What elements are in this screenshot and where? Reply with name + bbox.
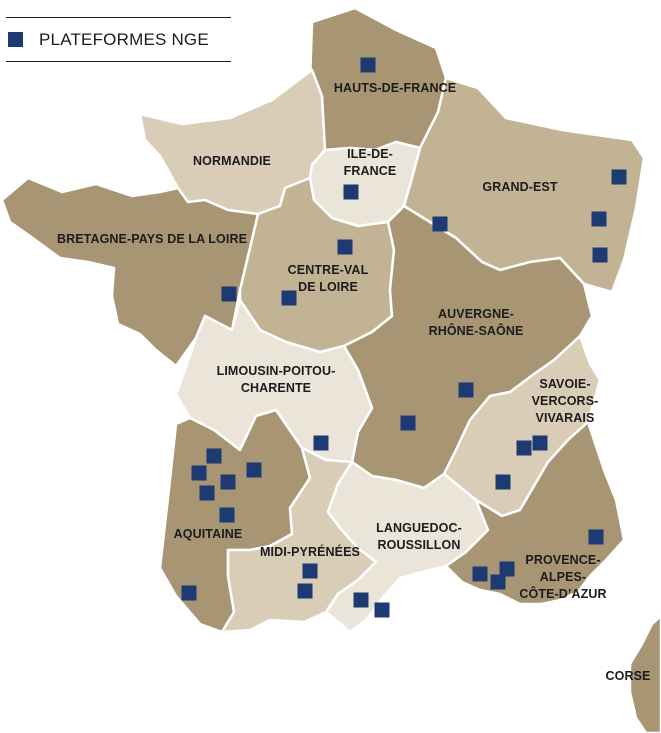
region-label-bretagne: BRETAGNE-PAYS DE LA LOIRE [57, 232, 247, 246]
region-label-grandest: GRAND-EST [482, 180, 557, 194]
region-hauts-de-france[interactable] [308, 6, 448, 152]
platform-marker[interactable] [221, 286, 237, 302]
region-provence-alpes-cote-dazur[interactable] [444, 420, 626, 606]
platform-marker[interactable] [495, 474, 511, 490]
platform-marker[interactable] [432, 216, 448, 232]
region-label-languedoc: LANGUEDOC-ROUSSILLON [376, 521, 462, 552]
region-label-provence: PROVENCE-ALPES-CÔTE-D’AZUR [519, 553, 606, 601]
region-label-corse: CORSE [606, 669, 651, 683]
region-languedoc-roussillon[interactable] [324, 460, 490, 634]
platform-marker[interactable] [611, 169, 627, 185]
region-label-hauts: HAUTS-DE-FRANCE [334, 81, 456, 95]
platform-marker[interactable] [206, 448, 222, 464]
platform-marker[interactable] [343, 184, 359, 200]
platform-marker[interactable] [516, 440, 532, 456]
region-corse[interactable] [628, 614, 661, 733]
platform-marker[interactable] [302, 563, 318, 579]
legend-marker-swatch [8, 32, 23, 47]
region-label-idf: ILE-DE-FRANCE [344, 147, 397, 178]
platform-marker[interactable] [458, 382, 474, 398]
platform-marker[interactable] [297, 583, 313, 599]
platform-marker[interactable] [246, 462, 262, 478]
platform-marker[interactable] [360, 57, 376, 73]
platform-marker[interactable] [219, 507, 235, 523]
platform-marker[interactable] [220, 474, 236, 490]
region-label-auvergne: AUVERGNE-RHÔNE-SAÔNE [429, 307, 524, 338]
region-label-limousin: LIMOUSIN-POITOU-CHARENTE [217, 364, 336, 395]
platform-marker[interactable] [281, 290, 297, 306]
platform-marker[interactable] [199, 485, 215, 501]
platform-marker[interactable] [400, 415, 416, 431]
platform-marker[interactable] [591, 211, 607, 227]
region-label-midi: MIDI-PYRÉNÉES [260, 544, 360, 559]
platform-marker[interactable] [588, 529, 604, 545]
platform-marker[interactable] [532, 435, 548, 451]
legend-label: PLATEFORMES NGE [39, 30, 209, 49]
platform-marker[interactable] [353, 592, 369, 608]
platform-marker[interactable] [592, 247, 608, 263]
platform-marker[interactable] [472, 566, 488, 582]
region-label-savoie: SAVOIE-VERCORS-VIVARAIS [532, 377, 599, 425]
region-label-normandie: NORMANDIE [193, 154, 271, 168]
region-label-aquitaine: AQUITAINE [174, 527, 243, 541]
platform-marker[interactable] [181, 585, 197, 601]
legend: PLATEFORMES NGE [6, 17, 231, 62]
platform-marker[interactable] [337, 239, 353, 255]
platform-marker[interactable] [313, 435, 329, 451]
platform-marker[interactable] [499, 561, 515, 577]
platform-marker[interactable] [490, 574, 506, 590]
platform-marker[interactable] [191, 465, 207, 481]
platform-marker[interactable] [374, 602, 390, 618]
